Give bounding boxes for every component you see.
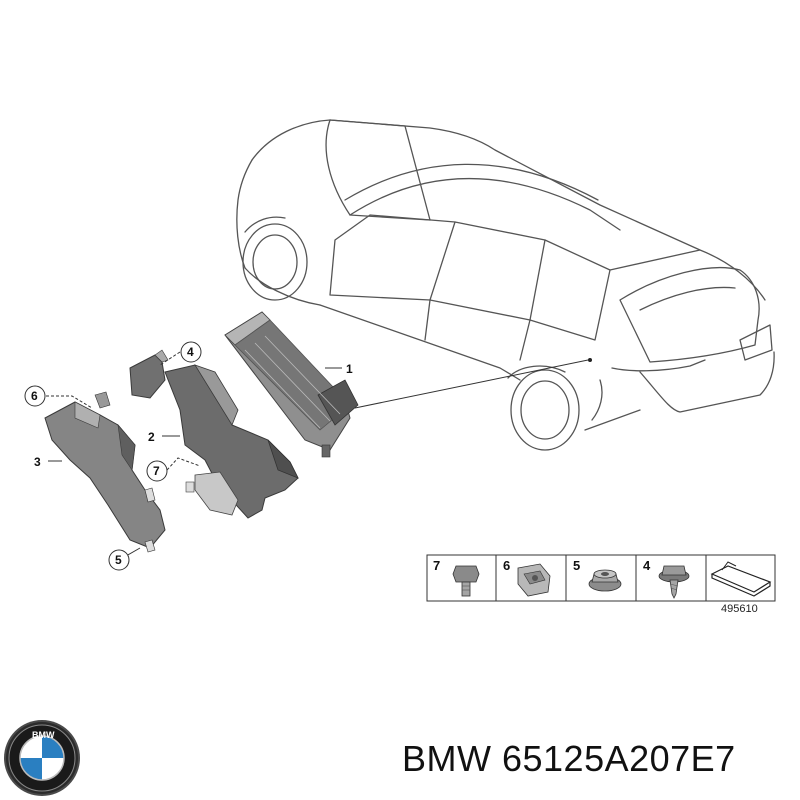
- hex-bolt-icon: [452, 565, 480, 597]
- callout-7: 7: [146, 460, 168, 482]
- callout-3-label: 3: [34, 455, 41, 469]
- callout-6-label: 6: [31, 389, 38, 403]
- parts-cell-4-label: 4: [643, 558, 651, 573]
- upper-bracket: [129, 349, 169, 399]
- callout-4: 4: [180, 341, 202, 363]
- parts-cell-6: 6: [503, 558, 551, 597]
- callout-5: 5: [108, 549, 130, 571]
- felt-pad-icon: [710, 561, 772, 597]
- callout-6: 6: [24, 385, 46, 407]
- location-pointer: [354, 358, 592, 409]
- brand-logo: BMW: [4, 720, 80, 796]
- side-carrier: [44, 391, 166, 553]
- callout-3: 3: [34, 455, 41, 469]
- parts-cell-4: 4: [643, 558, 690, 599]
- callout-1: 1: [346, 362, 353, 376]
- logo-letters: BMW: [32, 730, 55, 740]
- callout-5-label: 5: [115, 553, 122, 567]
- callout-1-label: 1: [346, 362, 353, 376]
- spring-clip-nut-icon: [517, 563, 551, 597]
- callout-2: 2: [148, 430, 155, 444]
- self-tapping-screw-icon: [658, 565, 690, 599]
- parts-cell-7-label: 7: [433, 558, 440, 573]
- callout-7-label: 7: [153, 464, 160, 478]
- part-number-caption: BMW 65125A207E7: [402, 738, 736, 779]
- amplifier-unit: [224, 311, 359, 458]
- callout-4-label: 4: [187, 345, 194, 359]
- parts-strip: 7 6 5: [426, 554, 776, 602]
- callout-2-label: 2: [148, 430, 155, 444]
- parts-cell-6-label: 6: [503, 558, 510, 573]
- parts-cell-5-label: 5: [573, 558, 580, 573]
- car-outline: [236, 119, 775, 451]
- parts-cell-overview: [710, 561, 772, 597]
- parts-cell-5: 5: [573, 558, 622, 592]
- mounting-bracket: [164, 364, 299, 519]
- drawing-number: 495610: [721, 603, 758, 615]
- flange-nut-icon: [588, 569, 622, 592]
- parts-cell-7: 7: [433, 558, 480, 597]
